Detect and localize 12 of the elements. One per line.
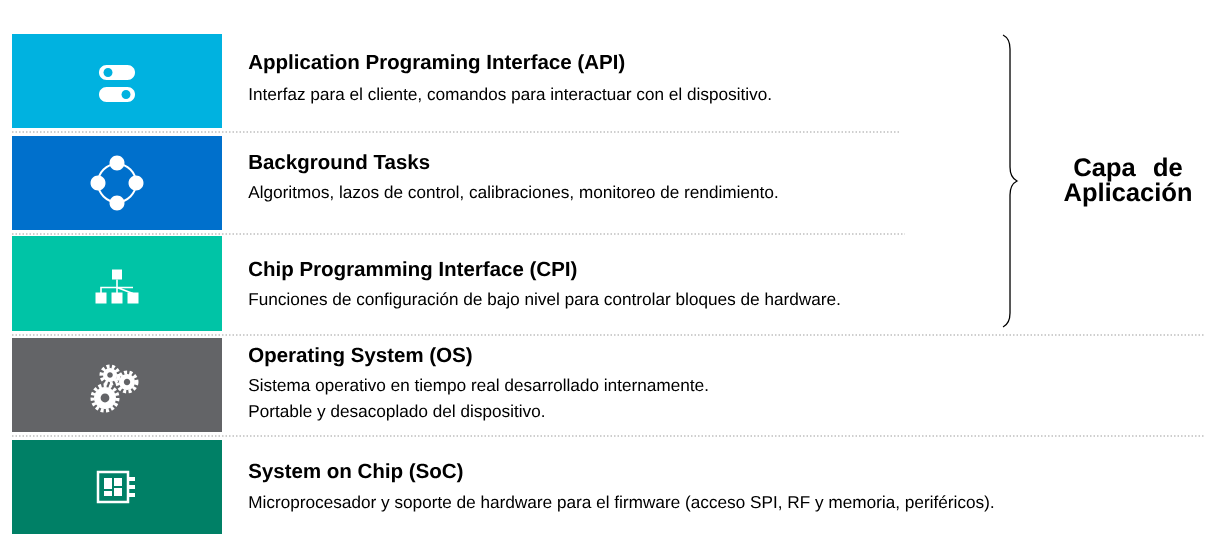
layer-group-label: Capa de Aplicación xyxy=(1064,157,1191,207)
layer-description: Interfaz para el cliente, comandos para interactuar con el dispositivo. xyxy=(249,87,771,104)
layer-title: Operating System (OS) xyxy=(249,347,472,367)
layer-title: Application Programing Interface (API) xyxy=(248,54,625,74)
layer-title: Background Tasks xyxy=(249,154,430,174)
layer-description: Microprocesador y soporte de hardware para el firmware (acceso SPI, RF y memoria, periféricos). xyxy=(249,495,994,512)
layer-description: Portable y desacoplado del dispositivo. xyxy=(249,404,544,421)
layer-title: System on Chip (SoC) xyxy=(248,463,463,483)
layer-description: Funciones de configuración de bajo nivel para controlar bloques de hardware. xyxy=(249,292,840,309)
layer-title: Chip Programming Interface (CPI) xyxy=(249,261,577,281)
layer-description: Algoritmos, lazos de control, calibraciones, monitoreo de rendimiento. xyxy=(248,185,778,202)
layer-description: Sistema operativo en tiempo real desarrollado internamente. xyxy=(249,378,708,395)
